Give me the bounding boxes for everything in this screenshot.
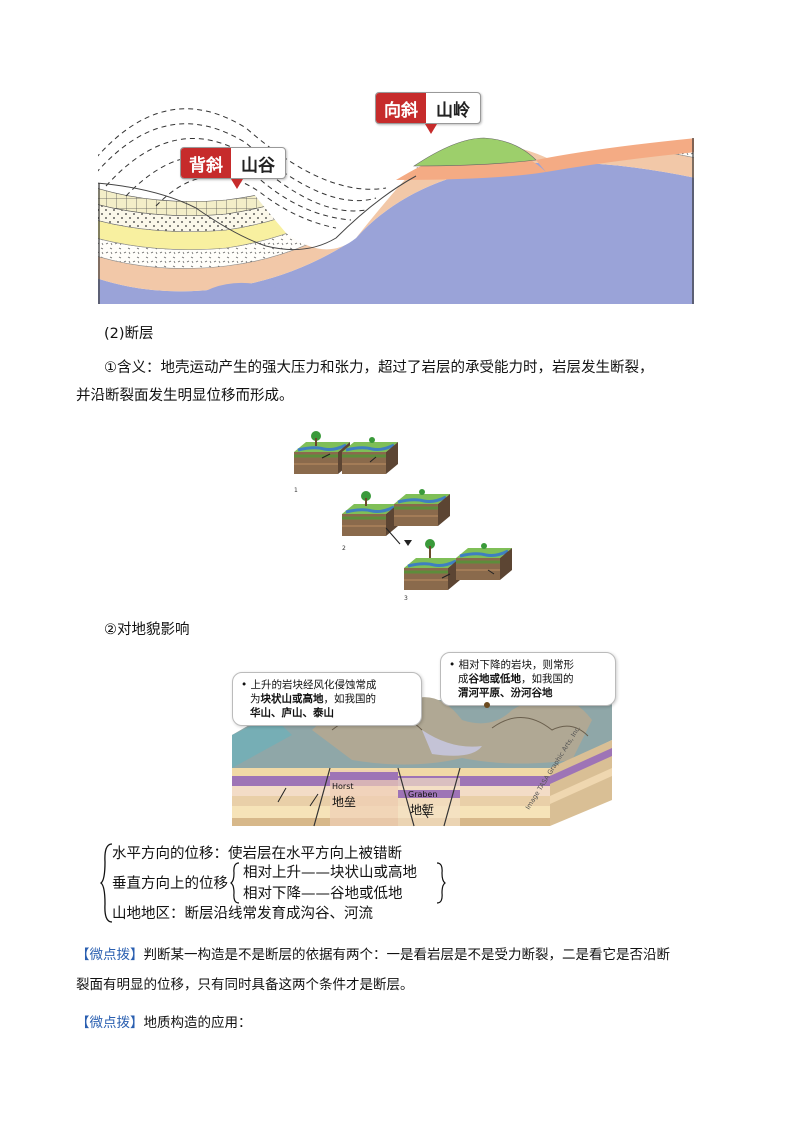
- subsidence-callout-line1: • 相对下降的岩块，则常形: [449, 659, 575, 671]
- subsidence-callout-tail: ，如我国的: [521, 673, 574, 685]
- subsidence-callout-examples: 渭河平原、汾河谷地: [458, 687, 553, 699]
- uplift-callout-bold: 块状山或高地: [260, 693, 324, 705]
- anticline-tag: 背斜: [181, 148, 231, 178]
- subsidence-callout-bold: 谷地或低地: [468, 673, 522, 685]
- horst-label-en: Horst: [332, 782, 354, 791]
- uplift-callout-examples: 华山、庐山、泰山: [250, 707, 334, 719]
- tip-1-line1: 判断某一构造是不是断层的依据有两个：一是看岩层是不是受力断裂，二是看它是否沿断: [143, 947, 671, 963]
- svg-text:1: 1: [294, 487, 298, 494]
- syncline-pointer: [425, 124, 437, 134]
- fault-steps-figure: 1 2 3 1 2 3: [292, 418, 532, 608]
- summary-horizontal: 水平方向的位移：使岩层在水平方向上被错断: [112, 846, 402, 862]
- summary-vertical-up: 相对上升——块状山或高地: [243, 865, 417, 881]
- uplift-callout: • 上升的岩块经风化侵蚀常成 为块状山或高地，如我国的 华山、庐山、泰山: [232, 672, 422, 726]
- graben-label-en: Graben: [408, 790, 438, 799]
- syncline-tag: 向斜: [376, 93, 426, 123]
- tip-2: 【微点拨】地质构造的应用：: [76, 1008, 252, 1038]
- summary-brace-block: 水平方向的位移：使岩层在水平方向上被错断 垂直方向上的位移 相对上升——块状山或…: [100, 842, 460, 924]
- uplift-callout-line1: • 上升的岩块经风化侵蚀常成: [241, 679, 377, 691]
- syncline-label: 向斜 山岭: [375, 92, 481, 124]
- summary-mountain: 山地地区：断层沿线常发育成沟谷、河流: [112, 906, 373, 922]
- callout-dot: [484, 702, 490, 708]
- left-brace: [100, 843, 113, 923]
- fault-step-label-3: 3: [292, 418, 293, 419]
- fault-step-2-diagram: 2: [340, 489, 452, 552]
- fault-step-1-diagram: 1: [292, 431, 400, 494]
- section-heading: (2)断层: [104, 326, 154, 342]
- horst-label-cn: 地垒: [332, 795, 357, 809]
- anticline-pointer: [231, 179, 243, 189]
- anticline-label: 背斜 山谷: [180, 147, 286, 179]
- tip-1-line2: 裂面有明显的位移，只有同时具备这两个条件才是断层。: [76, 977, 414, 993]
- tip-1: 【微点拨】判断某一构造是不是断层的依据有两个：一是看岩层是不是受力断裂，二是看它…: [76, 940, 736, 1000]
- fold-figure: [96, 88, 696, 304]
- svg-text:2: 2: [342, 545, 346, 552]
- graben-label-cn: 地堑: [410, 803, 435, 817]
- svg-text:3: 3: [404, 595, 408, 602]
- subsidence-callout: • 相对下降的岩块，则常形 成谷地或低地，如我国的 渭河平原、汾河谷地: [440, 652, 616, 706]
- inner-brace: [230, 862, 240, 904]
- summary-vertical-label: 垂直方向上的位移: [112, 876, 228, 892]
- tip-1-tag: 【微点拨】: [76, 947, 144, 963]
- uplift-callout-tail: ，如我国的: [323, 693, 377, 705]
- uplift-callout-plain: 为: [250, 693, 261, 705]
- anticline-landform: 山谷: [241, 155, 275, 176]
- summary-vertical-down: 相对下降——谷地或低地: [243, 886, 403, 902]
- fold-cross-section: [98, 88, 694, 304]
- fault-step-3-diagram: 3: [402, 539, 514, 602]
- tip-2-text: 地质构造的应用：: [143, 1015, 252, 1031]
- inner-brace-right: [436, 862, 446, 904]
- influence-heading: ②对地貌影响: [104, 622, 190, 638]
- tip-2-tag: 【微点拨】: [76, 1015, 144, 1031]
- definition-line-2: 并沿断裂面发生明显位移而形成。: [76, 388, 294, 404]
- subsidence-callout-plain: 成: [458, 673, 469, 685]
- syncline-landform: 山岭: [436, 100, 470, 121]
- definition-line-1: ①含义：地壳运动产生的强大压力和张力，超过了岩层的承受能力时，岩层发生断裂，: [104, 360, 654, 376]
